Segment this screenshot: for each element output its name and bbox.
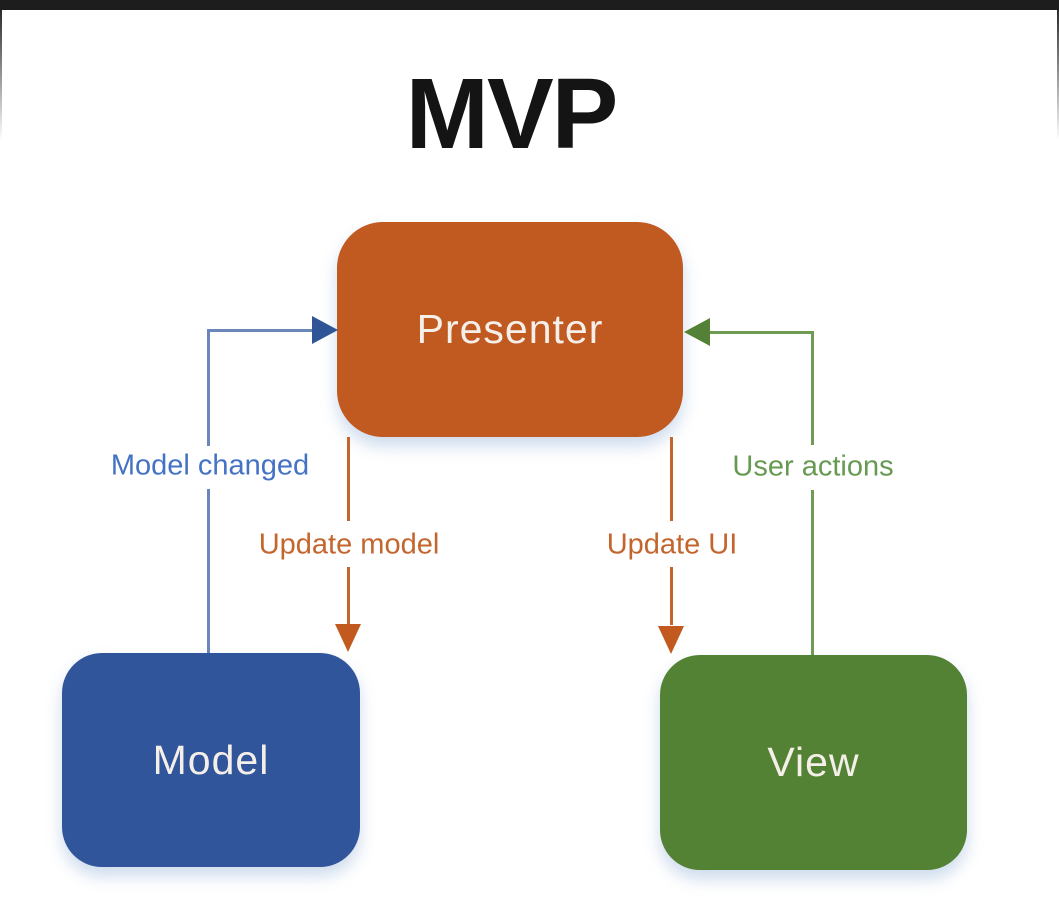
edge-update-model-vertical-top xyxy=(347,437,350,521)
edge-model-changed-vertical-top xyxy=(207,330,210,446)
edge-label-user-actions: User actions xyxy=(728,449,898,485)
right-edge-strip xyxy=(1057,10,1059,140)
node-view-label: View xyxy=(767,739,860,785)
edge-label-model-changed: Model changed xyxy=(106,448,314,484)
arrowhead-right-icon xyxy=(312,316,338,344)
edge-label-update-model: Update model xyxy=(254,527,444,563)
edge-model-changed-horizontal xyxy=(207,329,312,332)
top-black-bar xyxy=(0,0,1059,10)
arrowhead-down-icon xyxy=(658,626,684,654)
left-edge-strip xyxy=(0,10,2,140)
node-model-label: Model xyxy=(152,736,270,783)
diagram-title: MVP xyxy=(405,58,619,170)
edge-user-actions-horizontal xyxy=(708,331,813,334)
node-model: Model xyxy=(62,653,360,867)
arrowhead-left-icon xyxy=(684,318,710,346)
edge-user-actions-vertical-bottom xyxy=(811,490,814,655)
node-presenter: Presenter xyxy=(337,222,683,437)
edge-update-ui-vertical-bottom xyxy=(670,567,673,625)
node-view: View xyxy=(660,655,967,870)
edge-update-ui-vertical-top xyxy=(670,437,673,521)
edge-label-update-ui: Update UI xyxy=(602,527,742,563)
edge-user-actions-vertical-top xyxy=(811,331,814,445)
edge-model-changed-vertical-bottom xyxy=(207,489,210,653)
arrowhead-down-icon xyxy=(335,624,361,652)
node-presenter-label: Presenter xyxy=(416,306,604,352)
edge-update-model-vertical-bottom xyxy=(347,567,350,625)
